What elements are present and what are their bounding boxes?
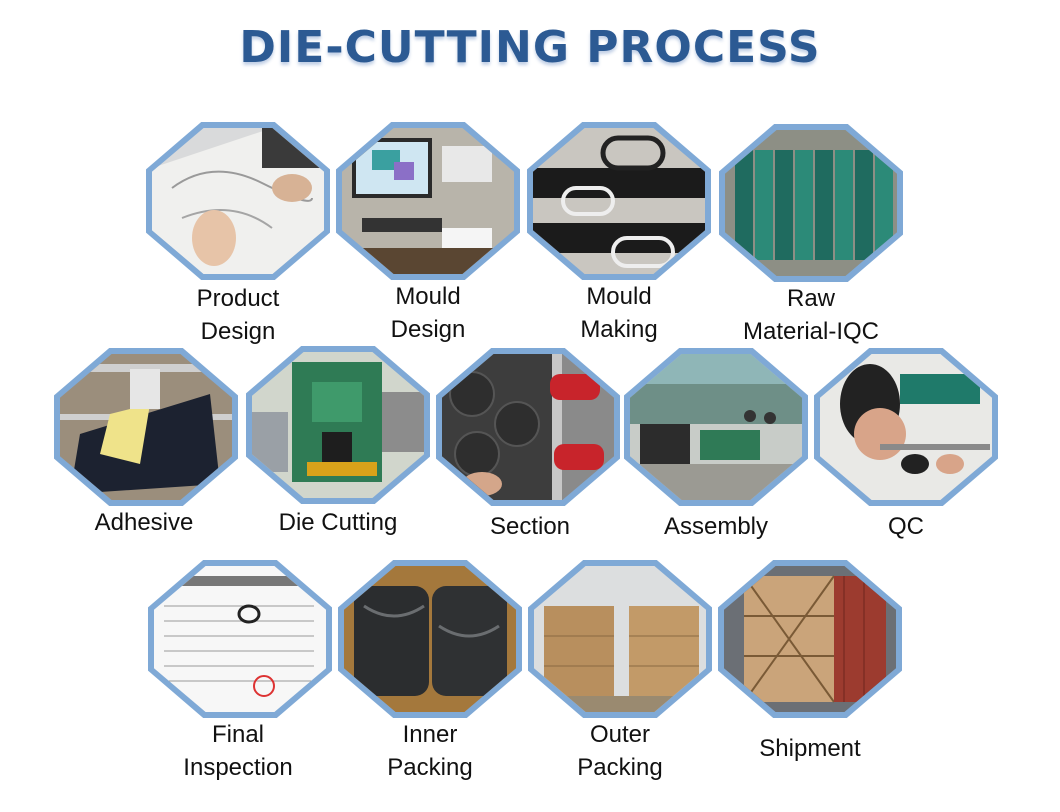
qc-label: QC <box>888 513 924 540</box>
outer-packing-photo <box>528 560 712 718</box>
mould-design-photo <box>336 122 520 280</box>
die-cutting-photo <box>246 346 430 504</box>
adhesive-photo <box>54 348 238 506</box>
assembly-label: Assembly <box>663 513 769 540</box>
shipment-photo <box>718 560 902 718</box>
qc-photo <box>814 348 998 506</box>
raw-material-photo <box>719 124 903 282</box>
section-label: Section <box>489 513 571 540</box>
page-title: DIE-CUTTING PROCESS <box>239 22 821 73</box>
product-design-photo <box>146 122 330 280</box>
inner-packing-photo <box>338 560 522 718</box>
shipment-label: Shipment <box>759 735 861 762</box>
section-photo <box>436 348 620 506</box>
assembly-photo <box>624 348 808 506</box>
mould-making-photo <box>527 122 711 280</box>
die-cutting-label: Die Cutting <box>278 509 398 536</box>
adhesive-label: Adhesive <box>94 509 194 536</box>
final-inspection-photo <box>148 560 332 718</box>
